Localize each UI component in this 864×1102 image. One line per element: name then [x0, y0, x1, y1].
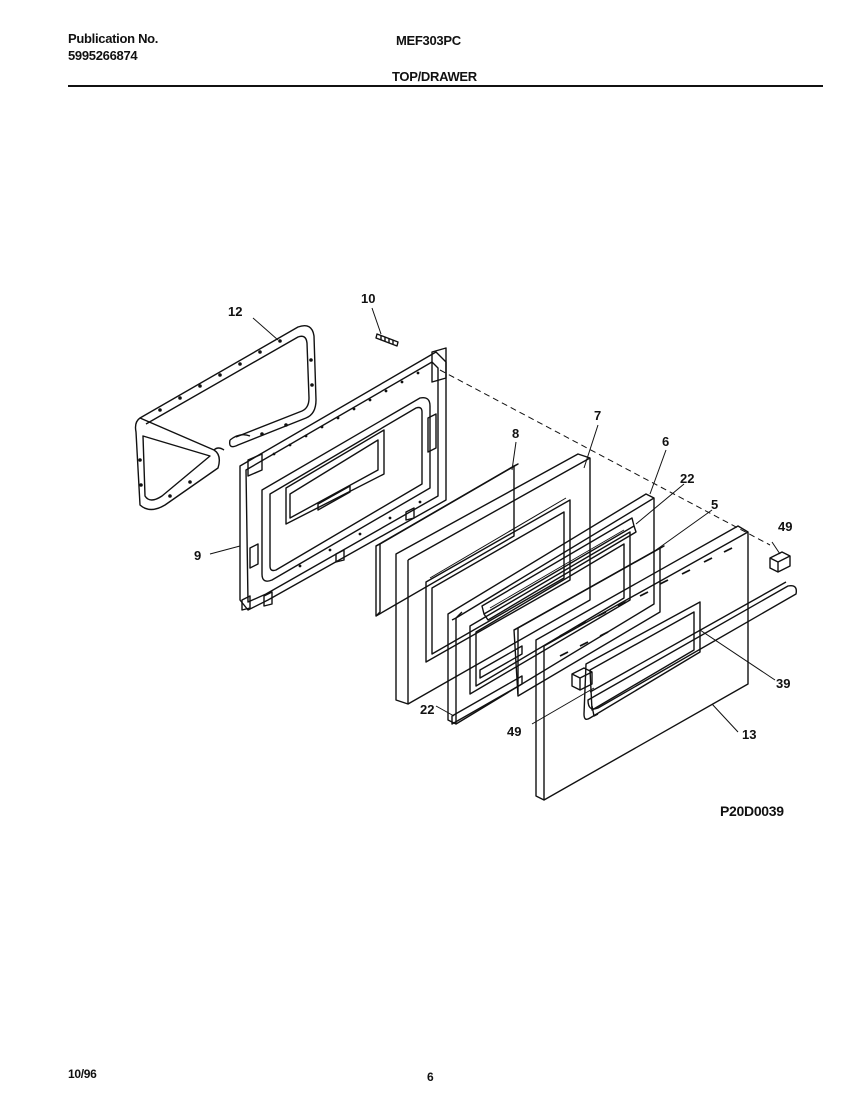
callout-13: 13	[742, 727, 756, 742]
callout-39: 39	[776, 676, 790, 691]
callout-49-left: 49	[507, 724, 521, 739]
callout-22-top: 22	[680, 471, 694, 486]
callout-6: 6	[662, 434, 669, 449]
callout-10: 10	[361, 291, 375, 306]
publication-label: Publication No.	[68, 31, 159, 46]
section-title: TOP/DRAWER	[392, 69, 477, 84]
callout-5: 5	[711, 497, 718, 512]
clip-right-part	[769, 551, 791, 573]
callout-7: 7	[594, 408, 601, 423]
footer-date: 10/96	[68, 1067, 97, 1081]
insulation-part	[375, 463, 519, 617]
callout-8: 8	[512, 426, 519, 441]
header-rule	[68, 85, 823, 87]
model-number: MEF303PC	[396, 33, 461, 48]
screw-part	[375, 333, 399, 347]
clip-left-part	[571, 667, 593, 691]
handle-part	[587, 581, 798, 717]
gasket-part	[134, 324, 317, 511]
callout-22-bottom: 22	[420, 702, 434, 717]
bracket-bottom-part	[451, 645, 523, 725]
inner-door-part	[239, 347, 447, 611]
bracket-top-part	[481, 517, 637, 621]
door-liner-part	[395, 453, 591, 705]
callout-49-right: 49	[778, 519, 792, 534]
glass-frame-part	[447, 493, 655, 725]
page-number: 6	[427, 1070, 434, 1084]
outer-door-part	[535, 525, 749, 801]
callout-12: 12	[228, 304, 242, 319]
glass-panel-part	[513, 545, 665, 697]
callout-9: 9	[194, 548, 201, 563]
publication-number: 5995266874	[68, 48, 138, 63]
diagram-code: P20D0039	[720, 803, 784, 819]
